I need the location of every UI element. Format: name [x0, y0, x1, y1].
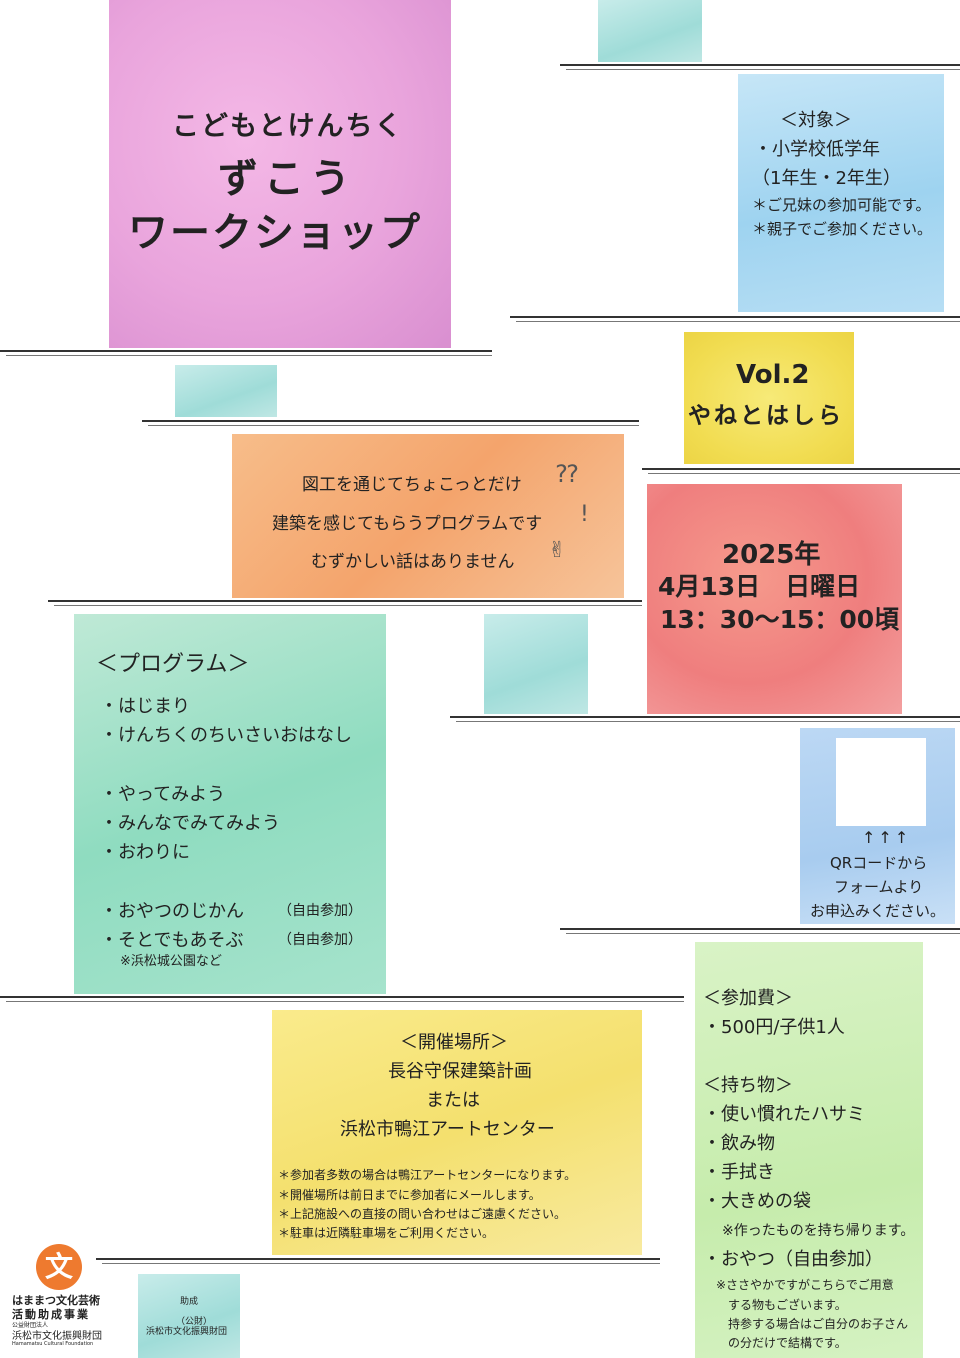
fee-panel [695, 942, 923, 1358]
target-panel [738, 74, 944, 312]
qr-line3: お申込みください。 [810, 902, 946, 920]
support-org2: 浜松市文化振興財団 [146, 1327, 228, 1337]
intro-line3: むずかしい話はありません [311, 552, 515, 572]
target-line1: ・小学校低学年 [754, 139, 880, 160]
program-free-label: （自由参加） [278, 903, 362, 919]
divider-line [48, 600, 642, 606]
volume-panel [684, 332, 854, 464]
target-note2: ＊親子でご参加ください。 [752, 220, 933, 238]
fee-heading: ＜参加費＞ [703, 988, 793, 1009]
venue-line3: 浜松市鴨江アートセンター [340, 1119, 555, 1140]
logo-line1: はままつ文化芸術 [12, 1294, 100, 1307]
snack-note: する物もございます。 [716, 1298, 847, 1312]
program-heading: ＜プログラム＞ [96, 652, 250, 677]
snack-note: ※ささやかですがこちらでご用意 [716, 1278, 894, 1292]
title-line1: こどもとけんちく [172, 111, 404, 142]
snack-note: の分だけで結構です。 [716, 1336, 847, 1350]
program-note: ※浜松城公園など [120, 954, 222, 969]
title-line3: ワークショップ [128, 210, 422, 256]
program-item: ・はじまり [100, 696, 190, 717]
bring-item: ・手拭き [703, 1162, 775, 1183]
qr-line1: QRコードから [830, 854, 928, 872]
datetime-panel [647, 484, 902, 714]
program-item: ・おやつのじかん [100, 901, 244, 922]
logo-en: Hamamatsu Cultural Foundation [12, 1341, 94, 1347]
deco-panel-mid [175, 365, 277, 417]
volume-subtitle: やねとはしら [688, 403, 844, 429]
event-date: 4月13日 日曜日 [658, 572, 861, 601]
divider-line [642, 468, 960, 474]
intro-panel [232, 434, 624, 598]
divider-line [142, 420, 639, 426]
deco-panel-top [598, 0, 702, 62]
fee-value: ・500円/子供1人 [703, 1017, 845, 1038]
venue-note: ＊開催場所は前日までに参加者にメールします。 [278, 1188, 541, 1202]
target-heading: ＜対象＞ [780, 110, 852, 131]
logo-small: 公益財団法人 [12, 1322, 49, 1329]
event-year: 2025年 [722, 540, 821, 570]
support-org1: （公財） [176, 1317, 213, 1327]
intro-line2: 建築を感じてもらうプログラムです [272, 514, 543, 534]
venue-heading: ＜開催場所＞ [400, 1032, 508, 1053]
support-label: 助成 [180, 1297, 199, 1307]
bring-note: ※作ったものを持ち帰ります。 [722, 1223, 915, 1239]
venue-note: ＊駐車は近隣駐車場をご利用ください。 [278, 1226, 495, 1240]
venue-note: ＊参加者多数の場合は鴨江アートセンターになります。 [278, 1168, 577, 1182]
divider-line [510, 316, 960, 322]
venue-note: ＊上記施設への直接の問い合わせはご遠慮ください。 [278, 1207, 567, 1221]
program-item: ・みんなでみてみよう [100, 813, 280, 834]
venue-line2: または [426, 1090, 480, 1111]
bring-heading: ＜持ち物＞ [703, 1075, 793, 1096]
ok-hand-doodle-icon: ✌ [548, 538, 567, 563]
divider-line [0, 996, 684, 1002]
bring-item: ・飲み物 [703, 1133, 775, 1154]
target-note1: ＊ご兄妹の参加可能です。 [752, 196, 931, 214]
logo-line2: 活動助成事業 [12, 1308, 90, 1321]
bring-item: ・大きめの袋 [703, 1191, 811, 1212]
support-panel [138, 1274, 240, 1358]
question-doodle-icon: ⁇ [556, 460, 579, 488]
deco-panel-center [484, 614, 588, 714]
divider-line [0, 350, 492, 356]
bring-item: ・使い慣れたハサミ [703, 1104, 865, 1125]
title-panel [109, 0, 451, 348]
intro-line1: 図工を通じてちょこっとだけ [302, 475, 522, 495]
snack-note: 持参する場合はご自分のお子さん [716, 1317, 909, 1331]
event-time: 13：30〜15：00頃 [660, 605, 900, 634]
venue-panel [272, 1010, 642, 1255]
snack-item: ・おやつ（自由参加） [703, 1249, 883, 1270]
program-item: ・おわりに [100, 842, 190, 863]
foundation-logo-icon: 文 [36, 1244, 82, 1290]
program-free-label: （自由参加） [278, 932, 362, 948]
program-item: ・やってみよう [100, 784, 226, 805]
divider-line [560, 64, 960, 70]
title-line2: ずこう [218, 156, 356, 202]
exclamation-doodle-icon: ! [580, 502, 589, 527]
target-line2: （1年生・2年生） [752, 168, 901, 189]
qr-line2: フォームより [834, 878, 924, 896]
divider-line [96, 1258, 660, 1264]
venue-line1: 長谷守保建築計画 [388, 1061, 532, 1082]
divider-line [450, 716, 960, 722]
qr-code-placeholder[interactable] [836, 738, 926, 826]
qr-arrows: ↑↑↑ [862, 828, 912, 847]
program-item: ・けんちくのちいさいおはなし [100, 725, 352, 746]
program-item: ・そとでもあそぶ [100, 930, 244, 951]
program-panel [74, 614, 386, 994]
logo-org: 浜松市文化振興財団 [12, 1331, 102, 1342]
volume-label: Vol.2 [736, 360, 810, 390]
divider-line [560, 928, 960, 934]
